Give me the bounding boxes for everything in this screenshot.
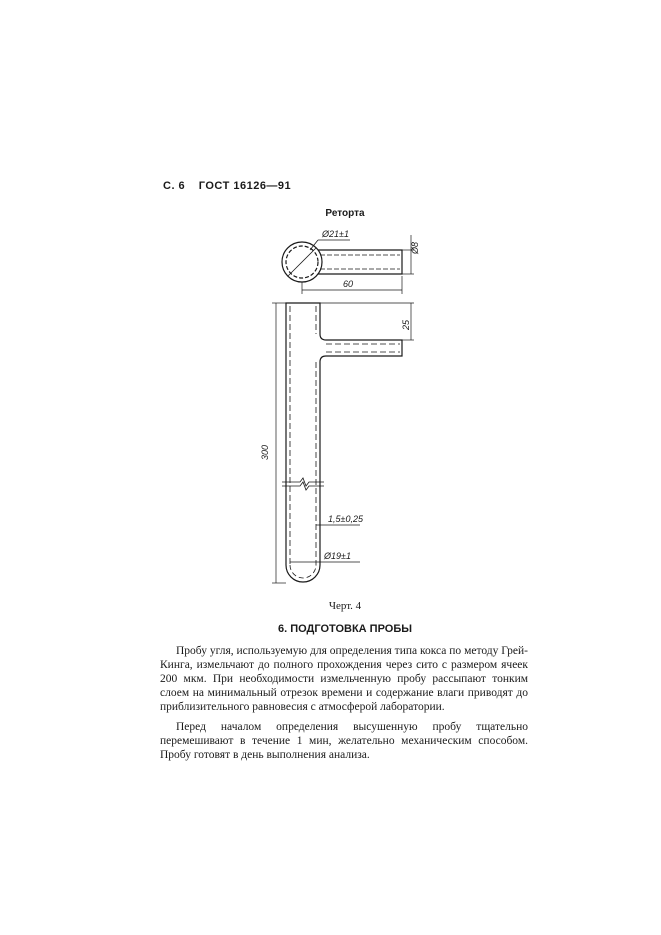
dim-tube-diameter: Ø8 — [410, 242, 420, 255]
front-view — [272, 302, 414, 584]
paragraph: Перед началом определения высушенную про… — [160, 721, 528, 761]
body-text: Пробу угля, используемую для определения… — [160, 644, 528, 768]
dim-wall: 1,5±0,25 — [328, 514, 364, 524]
dim-total-height: 300 — [260, 445, 270, 460]
dim-outer-diameter: Ø21±1 — [321, 229, 349, 239]
paragraph: Пробу угля, используемую для определения… — [160, 645, 528, 713]
top-view — [281, 235, 414, 294]
page-number: С. 6 — [163, 180, 186, 192]
dim-bottom-diameter: Ø19±1 — [323, 551, 351, 561]
section-heading: 6. ПОДГОТОВКА ПРОБЫ — [277, 623, 413, 635]
figure-caption: Черт. 4 — [328, 600, 362, 612]
standard-number: ГОСТ 16126—91 — [198, 180, 292, 192]
figure-title: Реторта — [325, 208, 365, 219]
page-header: С. 6 ГОСТ 16126—91 — [163, 180, 301, 192]
dim-side-length: 60 — [343, 279, 353, 289]
dim-side-offset: 25 — [401, 319, 411, 331]
